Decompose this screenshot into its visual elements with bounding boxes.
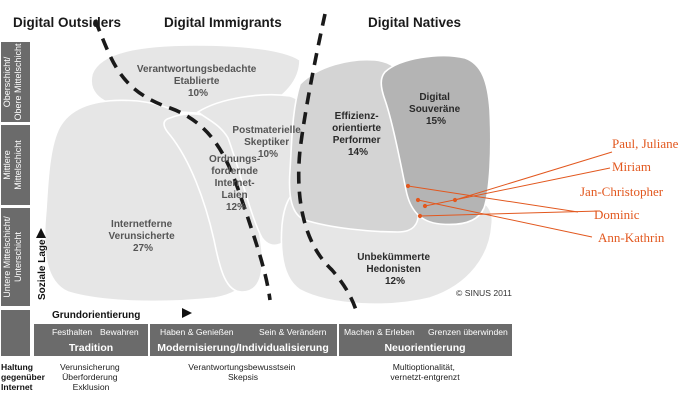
y-axis-title: Soziale Lage [37, 239, 48, 300]
y-label-upper: Oberschicht/Obere Mittelschicht [2, 43, 23, 121]
milieu-shapes [43, 44, 494, 305]
x-axis-arrow-icon [182, 308, 192, 318]
annotation-lines [405, 151, 613, 238]
divider-lines [93, 13, 358, 311]
header-digital-immigrants: Digital Immigrants [164, 15, 282, 30]
bar-title-tradition: Tradition [69, 342, 113, 354]
person-paul-juliane: Paul, Juliane [612, 136, 679, 151]
bar-item-sein: Sein & Verändern [259, 327, 327, 337]
annotation-dot-ann-kathrin [417, 213, 423, 219]
label-unbekuemmerte: Unbekümmerte Hedonisten 12% [357, 252, 433, 287]
annotation-line-dominic [417, 199, 593, 238]
annotation-dot-miriam [422, 203, 428, 209]
bar-title-modernisierung: Modernisierung/Individualisierung [157, 342, 329, 354]
bar-neuorientierung [339, 324, 512, 356]
bar-item-haben: Haben & Genießen [160, 327, 234, 337]
footer-note-modernisierung: Verantwortungsbewusstsein Skepsis [188, 362, 297, 382]
y-band-middle [1, 125, 30, 205]
footer-heading: Haltung gegenüber Internet [1, 362, 47, 392]
bar-item-machen: Machen & Erleben [344, 327, 415, 337]
bar-item-bewahren: Bewahren [100, 327, 139, 337]
label-internetferne: Internetferne Verunsicherte 27% [109, 219, 178, 254]
footer-note-neuorientierung: Multioptionalität, vernetzt-entgrenzt [390, 362, 460, 382]
y-band-lower [1, 208, 30, 306]
label-ordnungsfordernde: Ordnungs- fordernde Internet- Laien 12% [209, 154, 263, 213]
x-axis-title: Grundorientierung [52, 310, 140, 321]
y-label-lower: Untere Mittelschicht/Unterschicht [2, 216, 23, 298]
divider-immigrants-natives [296, 13, 358, 311]
annotation-line-ann-kathrin [419, 210, 601, 217]
person-dominic: Dominic [594, 207, 640, 222]
blob-digital-souveraene [380, 54, 492, 226]
bar-title-neuorientierung: Neuorientierung [384, 342, 465, 354]
y-axis-arrow-icon [36, 228, 46, 238]
label-verantwortungsbedachte: Verantwortungsbedachte Etablierte 10% [137, 64, 259, 99]
annotation-line-paul-juliane [454, 151, 613, 201]
annotation-line-jan-christopher [407, 185, 579, 213]
bar-modernisierung [150, 324, 337, 356]
y-axis: Oberschicht/Obere Mittelschicht Mittlere… [1, 42, 48, 306]
person-ann-kathrin: Ann-Kathrin [598, 230, 665, 245]
copyright-notice: © SINUS 2011 [456, 288, 512, 298]
person-jan-christopher: Jan-Christopher [580, 184, 664, 199]
bar-spacer [1, 310, 30, 356]
person-miriam: Miriam [612, 159, 651, 174]
annotation-dot-dominic [415, 197, 421, 203]
annotation-dot-paul-juliane [452, 197, 458, 203]
orientation-bar: Festhalten Bewahren Tradition Haben & Ge… [1, 310, 512, 356]
label-postmaterielle: Postmaterielle Skeptiker 10% [232, 125, 303, 160]
bar-item-grenzen: Grenzen überwinden [428, 327, 508, 337]
y-band-upper [1, 42, 30, 122]
header-digital-outsiders: Digital Outsiders [13, 15, 121, 30]
label-effizienz: Effizienz- orientierte Performer 14% [332, 111, 384, 158]
footer-note-tradition: Verunsicherung Überforderung Exklusion [60, 362, 122, 392]
label-digital-souveraene: Digital Souveräne 15% [409, 92, 463, 127]
bar-item-festhalten: Festhalten [52, 327, 92, 337]
bar-tradition [34, 324, 148, 356]
y-label-middle: MittlereMittelschicht [2, 140, 23, 190]
header-digital-natives: Digital Natives [368, 15, 461, 30]
annotation-dot-jan-christopher [405, 183, 411, 189]
